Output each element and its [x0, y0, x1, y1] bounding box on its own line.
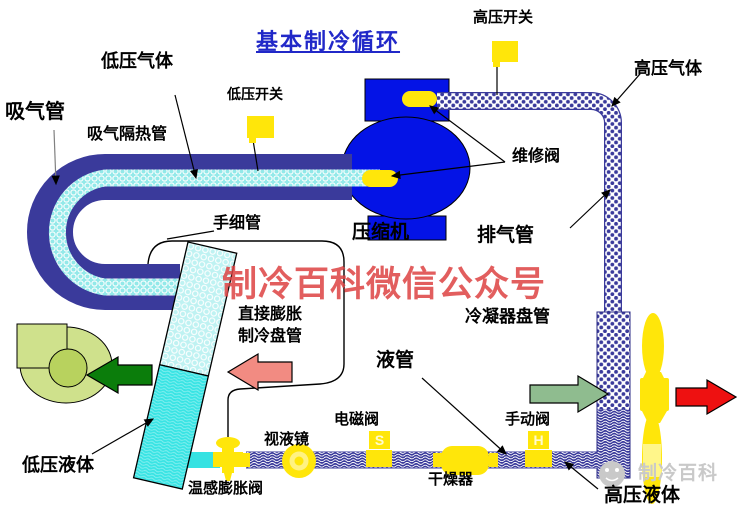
label-dx-coil-line1: 直接膨胀	[238, 306, 303, 323]
service-valve-side-icon	[362, 170, 398, 187]
blower-icon	[16, 323, 113, 404]
label-suction-insulated-pipe: 吸气隔热管	[87, 126, 168, 143]
label-sight-glass: 视液镜	[264, 431, 310, 448]
label-dx-coil-line2: 制冷盘管	[238, 327, 303, 345]
txv-outlet-pipe	[238, 453, 250, 467]
logo-text: 制冷百科	[638, 463, 719, 484]
leader-high-pressure-liquid	[564, 461, 599, 490]
solenoid-valve-badge: S	[374, 432, 385, 448]
leader-low-pressure-liquid	[91, 418, 155, 455]
label-liquid-pipe: 液管	[376, 350, 415, 371]
label-high-pressure-gas: 高压气体	[634, 59, 702, 78]
leader-discharge-pipe	[569, 189, 611, 229]
logo-icon	[599, 461, 625, 487]
label-dryer: 干燥器	[428, 471, 474, 488]
leader-liquid-pipe	[421, 377, 507, 455]
txv-icon	[213, 437, 243, 481]
label-suction-pipe: 吸气管	[5, 101, 65, 123]
sight-glass-icon	[282, 444, 316, 478]
manual-valve-icon	[525, 431, 552, 467]
solenoid-valve-icon	[366, 431, 392, 467]
manual-valve-badge: H	[533, 432, 544, 448]
leader-service-valve-side	[390, 161, 506, 180]
leader-service-valve-top	[429, 105, 506, 163]
cold-air-out-arrow	[85, 355, 153, 395]
hot-air-out-arrow	[675, 378, 737, 416]
page-title: 基本制冷循环	[256, 29, 401, 54]
condenser-fan-icon	[640, 313, 669, 504]
capillary-line	[147, 240, 345, 437]
label-solenoid-valve: 电磁阀	[334, 411, 380, 428]
air-into-evaporator-arrow	[226, 352, 293, 392]
low-pressure-switch-icon	[247, 116, 274, 172]
label-low-pressure-gas: 低压气体	[101, 51, 173, 71]
suction-pipe-core	[48, 169, 380, 296]
discharge-pipe	[437, 93, 621, 314]
compressor-body	[341, 78, 471, 241]
service-valve-top-icon	[402, 91, 437, 107]
label-compressor: 压缩机	[352, 222, 410, 243]
leader-lines	[51, 73, 641, 490]
evaporator-outlet-pipe	[183, 452, 220, 468]
label-condenser-coil: 冷凝器盘管	[465, 307, 550, 326]
capillary-label-line	[166, 230, 215, 240]
leader-low-pressure-gas	[174, 94, 199, 180]
label-thermal-expansion-valve: 温感膨胀阀	[188, 480, 264, 497]
watermark-text: 制冷百科微信公众号	[222, 265, 547, 304]
leader-suction-pipe	[51, 129, 60, 186]
dryer-icon	[433, 446, 498, 475]
label-low-pressure-switch: 低压开关	[227, 86, 283, 102]
label-manual-valve: 手动阀	[505, 411, 551, 428]
label-dx-coil: 直接膨胀 制冷盘管	[238, 306, 302, 345]
label-capillary-tube: 手细管	[213, 215, 262, 232]
high-pressure-switch-icon	[492, 41, 518, 95]
air-into-condenser-arrow	[529, 374, 610, 414]
evaporator-coil	[132, 241, 238, 490]
leader-high-pressure-gas	[611, 73, 641, 107]
label-service-valve: 维修阀	[512, 148, 561, 165]
label-high-pressure-liquid: 高压液体	[604, 485, 681, 506]
label-discharge-pipe: 排气管	[477, 225, 535, 246]
label-low-pressure-liquid: 低压液体	[22, 455, 94, 475]
label-high-pressure-switch: 高压开关	[473, 9, 534, 26]
